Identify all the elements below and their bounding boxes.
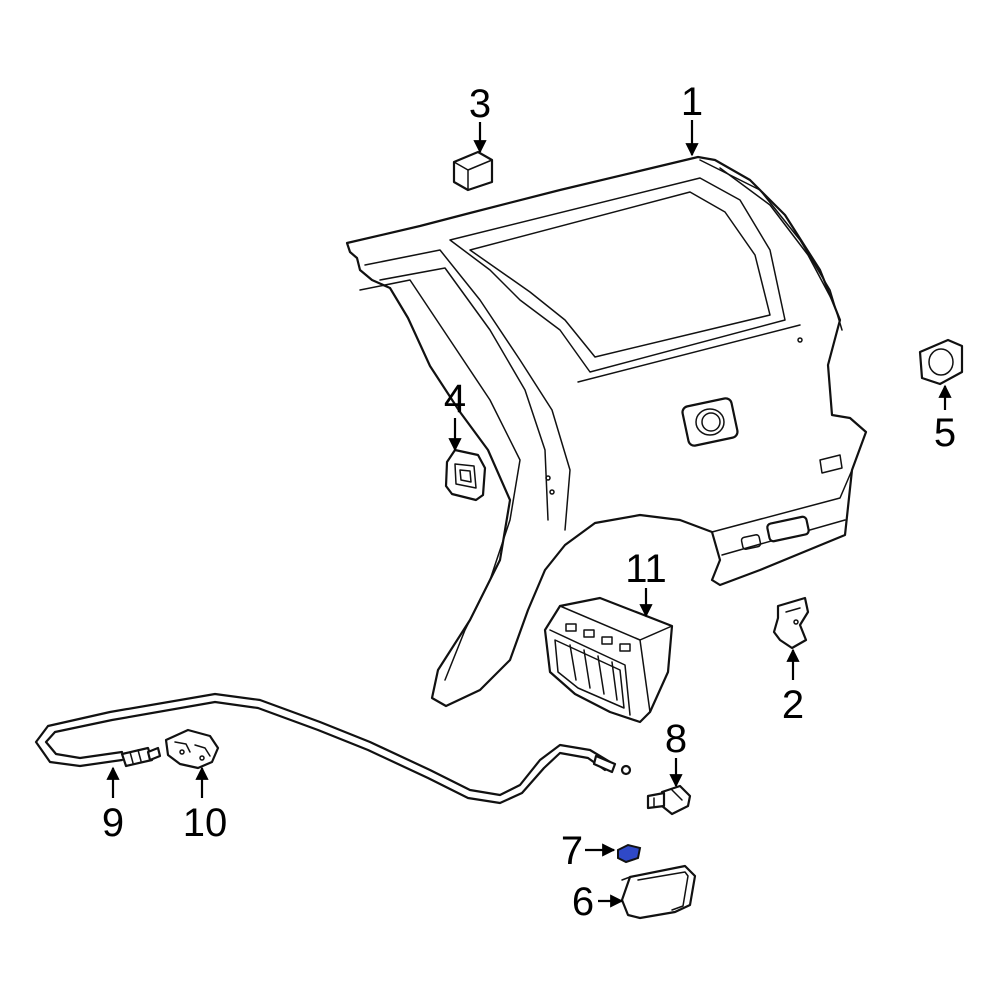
callout-9: 9 — [102, 801, 124, 845]
callout-11: 11 — [625, 547, 667, 591]
callout-5: 5 — [934, 411, 956, 455]
callout-10: 10 — [183, 801, 228, 845]
callout-7: 7 — [561, 829, 583, 873]
callout-2: 2 — [782, 683, 804, 727]
fuel-door-part-6[interactable] — [620, 864, 697, 920]
clip-part-7[interactable] — [617, 843, 642, 864]
callout-3: 3 — [469, 82, 491, 126]
callout-6: 6 — [572, 880, 594, 924]
block-part-3[interactable] — [452, 150, 494, 192]
callout-8: 8 — [665, 717, 687, 761]
quarter-panel-part-1[interactable] — [345, 155, 868, 708]
lock-actuator-part-8[interactable] — [646, 784, 692, 816]
callout-1: 1 — [681, 80, 703, 124]
handle-part-4[interactable] — [444, 448, 487, 502]
callout-4: 4 — [444, 377, 466, 421]
release-cable-part-9[interactable] — [34, 692, 632, 805]
housing-part-11[interactable] — [543, 596, 674, 724]
pocket-cover-part-5[interactable] — [918, 338, 964, 386]
callout-labels: 1 2 3 4 5 6 7 8 9 10 11 — [102, 80, 956, 924]
leader-lines — [106, 120, 952, 908]
bracket-part-2[interactable] — [772, 596, 810, 650]
bracket-part-10[interactable] — [164, 728, 220, 770]
